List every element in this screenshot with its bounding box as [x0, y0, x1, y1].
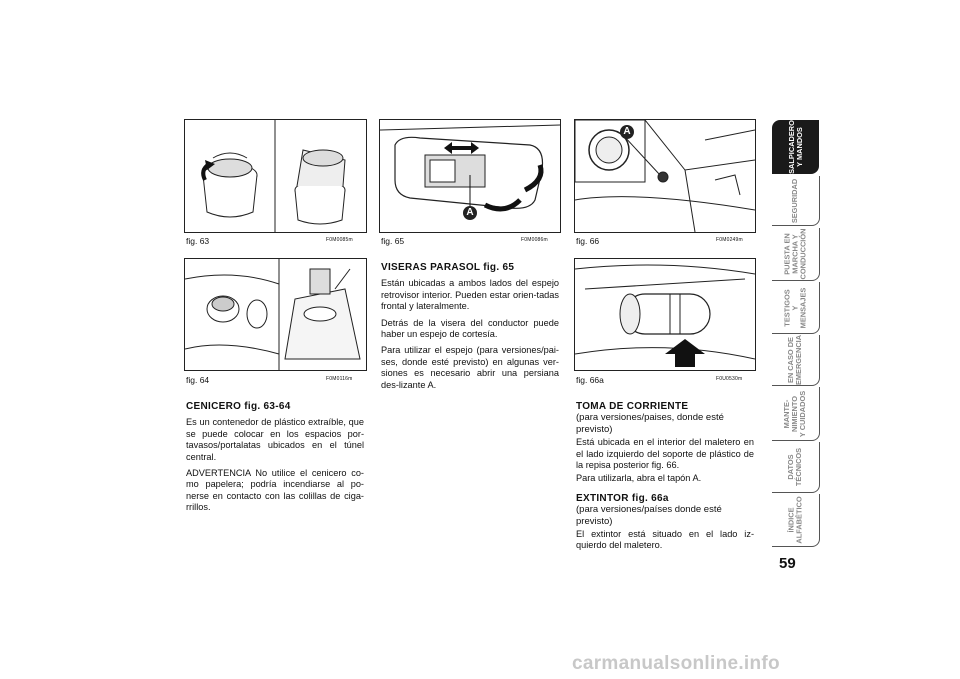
tab-label: SEGURIDAD [790, 178, 800, 223]
figure-63-ashtray [184, 119, 367, 233]
tab-indice[interactable]: ÍNDICE ALFABÉTICO [772, 494, 820, 547]
tab-emergencia[interactable]: EN CASO DE EMERGENCIA [772, 335, 820, 386]
extinguisher-illustration [575, 264, 755, 367]
watermark: carmanualsonline.info [572, 653, 780, 674]
figure-65-sun-visor: A [379, 119, 561, 233]
figure-code: F0U0530m [716, 376, 743, 382]
subheading: (para versiones/países donde esté previs… [576, 504, 722, 527]
section-sun-visors: VISERAS PARASOL fig. 65 Están ubicadas a… [381, 262, 559, 396]
power-socket-illustration [575, 120, 755, 232]
paragraph: Detrás de la visera del conductor puede … [381, 317, 559, 340]
figure-caption: fig. 63 [186, 236, 210, 246]
callout-a-marker: A [620, 125, 634, 139]
figure-code: F0M0086m [521, 237, 548, 243]
section-power-socket: TOMA DE CORRIENTE (para versiones/paises… [576, 401, 754, 557]
section-heading: EXTINTOR fig. 66a [576, 492, 669, 504]
tab-salpicadero[interactable]: SALPICADERO Y MANDOS [772, 120, 819, 174]
ashtray-illustration [201, 120, 346, 232]
warning-paragraph: ADVERTENCIA No utilice el cenicero co-mo… [186, 468, 364, 513]
figure-66-power-socket: A [574, 119, 756, 233]
section-heading: CENICERO fig. 63-64 [186, 401, 291, 412]
paragraph: Es un contenedor de plástico extraíble, … [186, 417, 364, 462]
tab-label: PUESTA EN MARCHA Y CONDUCCIÓN [782, 228, 808, 280]
paragraph: Para utilizarla, abra el tapón A. [576, 473, 702, 484]
tab-mantenimiento[interactable]: MANTE- NIMIENTO Y CUIDADOS [772, 387, 820, 441]
paragraph: Están ubicadas a ambos lados del espejo … [381, 278, 559, 312]
paragraph: El extintor está situado en el lado iz-q… [576, 529, 754, 551]
console-illustration [185, 259, 361, 370]
paragraph: Para utilizar el espejo (para versiones/… [381, 345, 559, 390]
figure-code: F0M0116m [326, 376, 353, 382]
subheading: (para versiones/paises, donde esté previ… [576, 412, 724, 435]
tab-seguridad[interactable]: SEGURIDAD [772, 176, 820, 226]
figure-code: F0M0085m [326, 237, 353, 243]
tab-label: DATOS TÉCNICOS [786, 447, 804, 487]
section-ashtray: CENICERO fig. 63-64 Es un contenedor de … [186, 401, 364, 519]
tab-label: MANTE- NIMIENTO Y CUIDADOS [782, 390, 808, 437]
figure-64-ashtray-console [184, 258, 367, 371]
tab-testigos[interactable]: TESTIGOS Y MENSAJES [772, 282, 820, 334]
tab-datos-tecnicos[interactable]: DATOS TÉCNICOS [772, 442, 820, 493]
figure-66a-extinguisher [574, 258, 756, 371]
tab-label: TESTIGOS Y MENSAJES [782, 287, 808, 328]
figure-caption: fig. 64 [186, 375, 210, 385]
figure-code: F0M0249m [716, 237, 743, 243]
figure-caption: fig. 65 [381, 236, 405, 246]
sun-visor-illustration [380, 124, 560, 212]
tab-label: SALPICADERO Y MANDOS [786, 120, 804, 174]
tab-label: EN CASO DE EMERGENCIA [786, 334, 804, 386]
callout-a-marker: A [463, 206, 477, 220]
section-heading: VISERAS PARASOL fig. 65 [381, 262, 515, 273]
tab-label: ÍNDICE ALFABÉTICO [786, 496, 804, 544]
page-number: 59 [779, 555, 796, 572]
paragraph: Está ubicada en el interior del maletero… [576, 437, 754, 471]
figure-caption: fig. 66 [576, 236, 600, 246]
section-heading: TOMA DE CORRIENTE [576, 401, 689, 412]
tab-puesta-en-marcha[interactable]: PUESTA EN MARCHA Y CONDUCCIÓN [772, 228, 820, 281]
figure-caption: fig. 66a [576, 375, 604, 385]
